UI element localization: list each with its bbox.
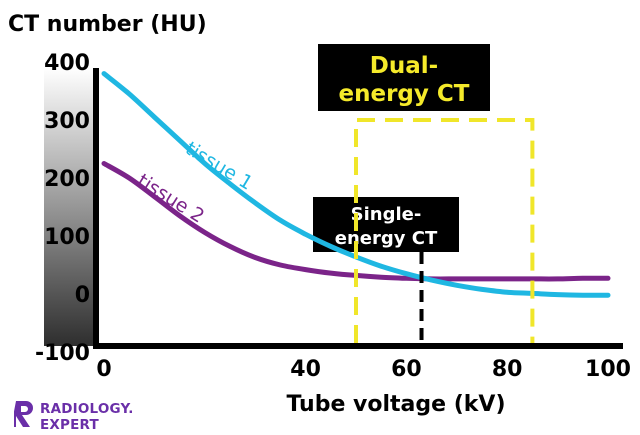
y-tick-label-4: 0 <box>75 283 90 308</box>
y-axis-ticks: 400 300 200 100 0 -100 <box>35 51 90 366</box>
dual-energy-dashed-box <box>354 118 535 343</box>
dual-energy-label-box <box>318 44 490 111</box>
radiology-expert-logo: RADIOLOGY. EXPERT <box>14 401 134 432</box>
x-tick-label-4: 100 <box>585 357 631 382</box>
x-axis-title: Tube voltage (kV) <box>286 392 505 417</box>
series-label-tissue-1: tissue 1 <box>181 137 256 194</box>
single-energy-label-box <box>313 197 459 252</box>
x-tick-label-2: 60 <box>391 357 422 382</box>
x-tick-label-3: 80 <box>492 357 523 382</box>
dual-energy-label-line1: Dual- <box>370 53 438 79</box>
y-axis-line <box>93 68 99 349</box>
series-label-tissue-2: tissue 2 <box>133 170 208 228</box>
x-axis-ticks: 0 40 60 80 100 <box>96 357 631 382</box>
hu-gradient-bar <box>44 68 93 346</box>
dual-energy-label-line2: energy CT <box>339 81 470 107</box>
y-axis-title: CT number (HU) <box>8 12 207 37</box>
y-tick-label-0: 400 <box>44 51 90 76</box>
dual-energy-window <box>354 118 535 343</box>
y-tick-label-5: -100 <box>35 341 90 366</box>
x-tick-label-1: 40 <box>290 357 321 382</box>
logo-text-line2: EXPERT <box>40 417 100 432</box>
y-tick-label-2: 200 <box>44 167 90 192</box>
annotations: Dual- energy CT Single- energy CT <box>313 44 490 252</box>
logo-text-line1: RADIOLOGY. <box>40 401 134 417</box>
logo-r-icon <box>14 401 33 427</box>
x-axis-line <box>93 343 623 349</box>
single-energy-label-line1: Single- <box>351 204 422 225</box>
y-tick-label-3: 100 <box>44 225 90 250</box>
single-energy-label-line2: energy CT <box>335 228 438 249</box>
x-tick-label-0: 0 <box>96 357 111 382</box>
y-tick-label-1: 300 <box>44 109 90 134</box>
